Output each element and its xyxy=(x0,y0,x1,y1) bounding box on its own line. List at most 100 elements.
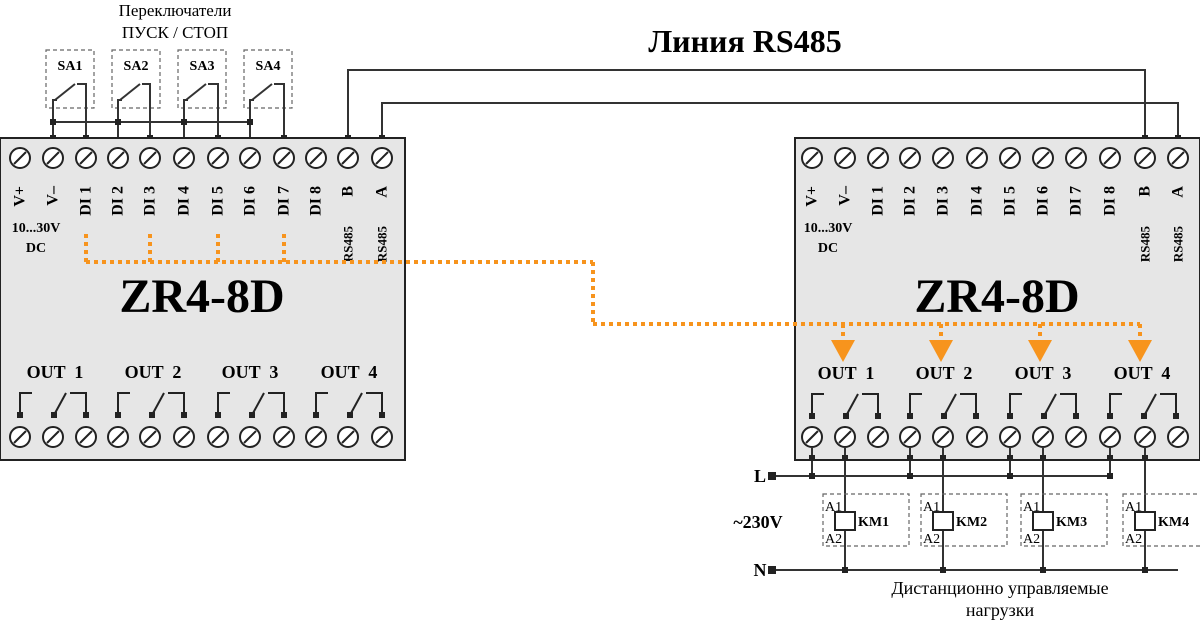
switches: SA1 SA2 SA3 SA4 xyxy=(45,49,1181,141)
terminal-label-9: DI 7 xyxy=(1068,186,1085,216)
terminal-screw-top-8 xyxy=(239,147,261,169)
relay-contact-2 xyxy=(907,393,979,419)
relay-contact-3 xyxy=(215,392,287,418)
relay-contact-1 xyxy=(17,392,89,418)
terminal-screw-top-2 xyxy=(42,147,64,169)
coil-a1: A1 xyxy=(825,500,842,515)
signal-flow xyxy=(84,234,1142,340)
terminal-label-11: B xyxy=(340,186,357,197)
output-label-4: OUT 4 xyxy=(321,362,378,382)
coil-a1: A1 xyxy=(1125,500,1142,515)
coil-a1: A1 xyxy=(923,500,940,515)
terminal-screw-bottom-5 xyxy=(932,426,954,448)
bus-title: Линия RS485 xyxy=(648,23,841,59)
terminal-label-6: DI 4 xyxy=(176,186,193,216)
coil-a2: A2 xyxy=(1125,532,1142,547)
terminal-label-7: DI 5 xyxy=(210,186,227,216)
terminal-label-1: V+ xyxy=(804,186,821,207)
terminal-screw-bottom-11 xyxy=(1134,426,1156,448)
neutral-label: N xyxy=(754,560,767,580)
arrow-out1 xyxy=(831,340,855,362)
terminal-screw-top-10 xyxy=(1099,147,1121,169)
terminal-screw-bottom-11 xyxy=(337,426,359,448)
relay-contact-2 xyxy=(115,392,187,418)
switch-sa1: SA1 xyxy=(45,49,95,138)
terminal-screw-bottom-7 xyxy=(207,426,229,448)
terminal-screw-bottom-7 xyxy=(999,426,1021,448)
voltage-label: ~230V xyxy=(733,512,782,532)
signal-arrows xyxy=(831,340,1152,362)
terminal-screw-bottom-2 xyxy=(834,426,856,448)
terminal-label-9: DI 7 xyxy=(276,186,293,216)
terminal-label-1: V+ xyxy=(12,186,29,207)
switches-caption-line1: Переключатели xyxy=(119,1,232,20)
relay-contact-1 xyxy=(809,393,881,419)
terminal-screw-top-11 xyxy=(337,147,359,169)
terminal-screw-top-5 xyxy=(139,147,161,169)
terminal-screw-bottom-8 xyxy=(1032,426,1054,448)
terminal-screw-top-3 xyxy=(75,147,97,169)
terminal-label-5: DI 3 xyxy=(142,186,159,216)
rs485-wires xyxy=(347,69,1179,138)
switch-label: SA2 xyxy=(124,59,149,74)
terminal-label-2: V– xyxy=(837,185,854,206)
terminal-label-11: B xyxy=(1137,186,1154,197)
terminal-screw-top-7 xyxy=(999,147,1021,169)
terminal-label-10: DI 8 xyxy=(308,186,325,216)
terminal-screw-bottom-3 xyxy=(75,426,97,448)
rs485-label-12: RS485 xyxy=(1171,226,1186,263)
terminal-screw-top-5 xyxy=(932,147,954,169)
output-label-2: OUT 2 xyxy=(916,363,973,383)
terminal-screw-bottom-5 xyxy=(139,426,161,448)
terminal-label-8: DI 6 xyxy=(242,186,259,216)
switch-sa3: SA3 xyxy=(177,49,227,138)
coil xyxy=(1032,511,1054,531)
loads-caption-line2: нагрузки xyxy=(966,600,1035,620)
switch-label: SA3 xyxy=(190,59,215,74)
supply-type: DC xyxy=(818,241,838,256)
terminal-screw-bottom-9 xyxy=(273,426,295,448)
terminal-screw-top-4 xyxy=(899,147,921,169)
terminal-screw-bottom-12 xyxy=(371,426,393,448)
rs485-label-11: RS485 xyxy=(341,226,356,263)
terminal-screw-bottom-3 xyxy=(867,426,889,448)
terminal-screw-bottom-1 xyxy=(9,426,31,448)
output-label-4: OUT 4 xyxy=(1114,363,1171,383)
relay-contact-4 xyxy=(313,392,385,418)
contactor-name: KM1 xyxy=(858,515,889,530)
contactor-name: KM3 xyxy=(1056,515,1087,530)
terminal-label-3: DI 1 xyxy=(870,186,887,216)
output-label-2: OUT 2 xyxy=(125,362,182,382)
terminal-screw-bottom-6 xyxy=(966,426,988,448)
terminal-label-3: DI 1 xyxy=(78,186,95,216)
terminal-screw-top-8 xyxy=(1032,147,1054,169)
terminal-label-4: DI 2 xyxy=(110,186,127,216)
module-model: ZR4-8D xyxy=(914,270,1079,323)
switch-label: SA4 xyxy=(256,59,281,74)
module-body xyxy=(0,137,406,461)
switch-sa2: SA2 xyxy=(111,49,161,138)
terminal-screw-bottom-6 xyxy=(173,426,195,448)
terminal-screw-top-2 xyxy=(834,147,856,169)
terminal-screw-bottom-8 xyxy=(239,426,261,448)
terminal-screw-bottom-10 xyxy=(305,426,327,448)
terminal-screw-top-4 xyxy=(107,147,129,169)
rs485-label-11: RS485 xyxy=(1138,226,1153,263)
terminal-label-6: DI 4 xyxy=(969,186,986,216)
supply-range: 10...30V xyxy=(804,221,853,236)
contactor-name: KM2 xyxy=(956,515,987,530)
terminal-screw-top-10 xyxy=(305,147,327,169)
terminal-screw-top-6 xyxy=(966,147,988,169)
terminal-screw-bottom-2 xyxy=(42,426,64,448)
terminal-screw-bottom-1 xyxy=(801,426,823,448)
terminal-label-5: DI 3 xyxy=(935,186,952,216)
terminal-screw-bottom-9 xyxy=(1065,426,1087,448)
terminal-label-4: DI 2 xyxy=(902,186,919,216)
terminal-screw-top-9 xyxy=(1065,147,1087,169)
